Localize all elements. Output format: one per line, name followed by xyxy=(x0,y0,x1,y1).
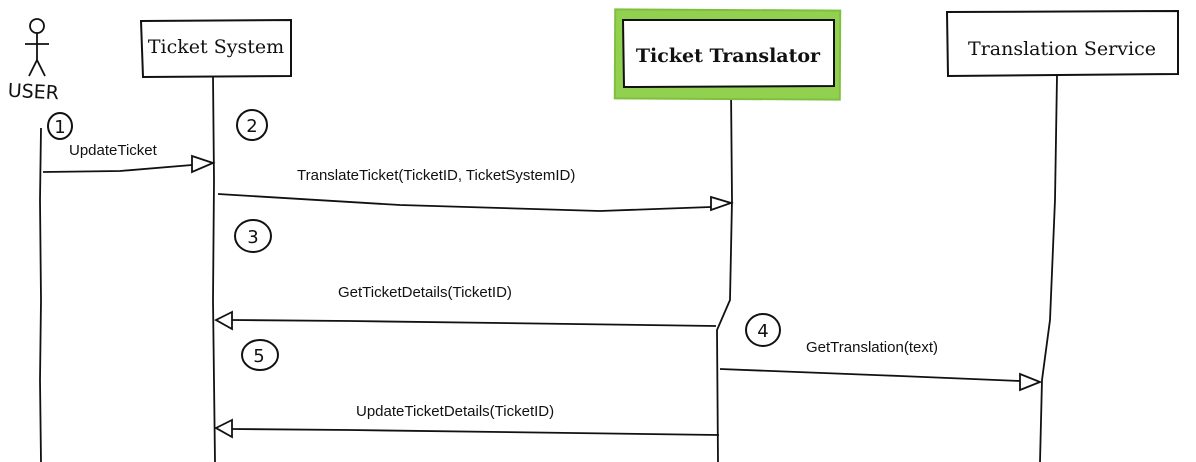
message-update-ticket: UpdateTicket xyxy=(42,142,216,174)
participant-box xyxy=(621,19,835,89)
message-arrow-line xyxy=(42,164,193,173)
step-marker-2: 2 xyxy=(236,109,268,141)
message-translate-ticket: TranslateTicket(TicketID, TicketSystemID… xyxy=(217,167,734,212)
arrowhead-right-icon xyxy=(191,154,216,174)
participant-label-translation-service: Translation Service xyxy=(968,38,1156,60)
step-marker-1: 1 xyxy=(47,112,73,140)
user-actor: USER xyxy=(7,18,59,105)
message-label: UpdateTicketDetails(TicketID) xyxy=(356,403,554,420)
step-marker-3: 3 xyxy=(234,219,272,253)
participant-label-ticket-translator: Ticket Translator xyxy=(636,45,821,67)
step-number: 1 xyxy=(54,117,65,138)
lifeline-ticket-translator xyxy=(716,87,733,462)
message-get-translation: GetTranslation(text) xyxy=(719,339,1043,392)
step-marker-4: 4 xyxy=(745,313,781,347)
participant-translation-service: Translation Service xyxy=(945,9,1179,78)
arrowhead-left-icon xyxy=(214,418,233,439)
message-arrow-line xyxy=(231,428,720,436)
message-update-ticket-details: UpdateTicketDetails(TicketID) xyxy=(214,403,720,439)
lifeline-ticket-system xyxy=(212,75,216,462)
message-label: GetTranslation(text) xyxy=(806,339,938,356)
message-arrow-line xyxy=(719,368,1021,382)
message-label: TranslateTicket(TicketID, TicketSystemID… xyxy=(297,167,575,184)
participant-label-ticket-system: Ticket System xyxy=(148,36,284,58)
message-label: UpdateTicket xyxy=(69,142,158,159)
actor-label-user: USER xyxy=(7,80,59,105)
arrowhead-left-icon xyxy=(214,310,233,331)
message-arrow-line xyxy=(217,193,712,212)
arrowhead-right-icon xyxy=(710,195,734,212)
lifeline-translation-service xyxy=(1039,75,1058,462)
message-label: GetTicketDetails(TicketID) xyxy=(338,284,512,301)
step-number: 5 xyxy=(253,346,264,367)
arrowhead-right-icon xyxy=(1019,372,1043,392)
participant-box xyxy=(139,18,292,79)
lifeline-user xyxy=(39,127,42,462)
step-marker-5: 5 xyxy=(241,339,279,371)
step-number: 2 xyxy=(246,116,257,137)
participant-ticket-translator: Ticket Translator xyxy=(613,8,842,101)
message-get-ticket-details: GetTicketDetails(TicketID) xyxy=(214,284,717,331)
step-number: 4 xyxy=(757,321,768,342)
participant-box xyxy=(945,9,1179,78)
participant-ticket-system: Ticket System xyxy=(139,18,292,79)
step-number: 3 xyxy=(247,227,258,248)
message-arrow-line xyxy=(231,319,717,327)
stick-figure-icon xyxy=(25,18,49,77)
